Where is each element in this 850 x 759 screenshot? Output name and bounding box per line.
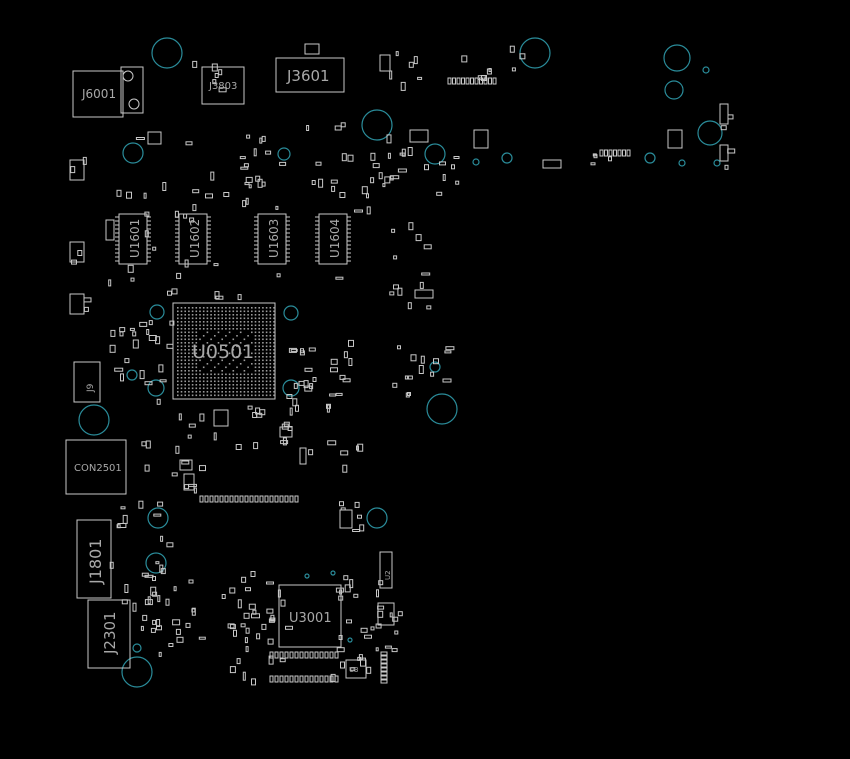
j2301-label: J2301 (101, 611, 119, 655)
j1801-label: J1801 (86, 539, 105, 585)
soc-u0501[interactable]: U0501 (172, 302, 276, 400)
u1604-label: U1604 (328, 219, 342, 258)
u1603-label: U1603 (267, 219, 281, 258)
connector-j3803[interactable]: J3803 (201, 66, 245, 105)
u1601-label: U1601 (128, 219, 142, 258)
u3-label: U3 (349, 666, 359, 674)
j6001-label: J6001 (81, 87, 116, 101)
mounting-holes (78, 37, 723, 688)
u2-label: U2 (384, 570, 392, 580)
connector-j1801[interactable]: J1801 (76, 519, 112, 599)
memory-chip-u1602[interactable]: U1602 (178, 213, 208, 265)
chip-u3[interactable]: U3 (345, 659, 367, 679)
bga-ball-grid (177, 307, 275, 397)
u3001-label: U3001 (289, 611, 332, 626)
connector-j2301[interactable]: J2301 (87, 599, 131, 669)
memory-chip-u1601[interactable]: U1601 (118, 213, 148, 265)
connector-j3601[interactable]: J3601 (275, 57, 345, 93)
memory-chip-pins (115, 216, 351, 262)
connector-j9[interactable]: J9 (73, 361, 101, 403)
u0501-label: U0501 (192, 341, 254, 363)
chip-u3001[interactable]: U3001 (278, 584, 342, 648)
connector-j6001[interactable]: J6001 (72, 66, 144, 118)
j3601-label: J3601 (286, 67, 330, 85)
memory-chip-u1604[interactable]: U1604 (318, 213, 348, 265)
u1602-label: U1602 (188, 219, 202, 258)
connector-con2501[interactable]: CON2501 (65, 439, 127, 495)
fpc-connector-row (199, 77, 631, 684)
memory-chip-u1603[interactable]: U1603 (257, 213, 287, 265)
j3803-label: J3803 (208, 81, 237, 92)
chip-u2[interactable]: U2 (379, 551, 393, 589)
con2501-label: CON2501 (74, 463, 122, 474)
j9-label: J9 (86, 383, 96, 393)
